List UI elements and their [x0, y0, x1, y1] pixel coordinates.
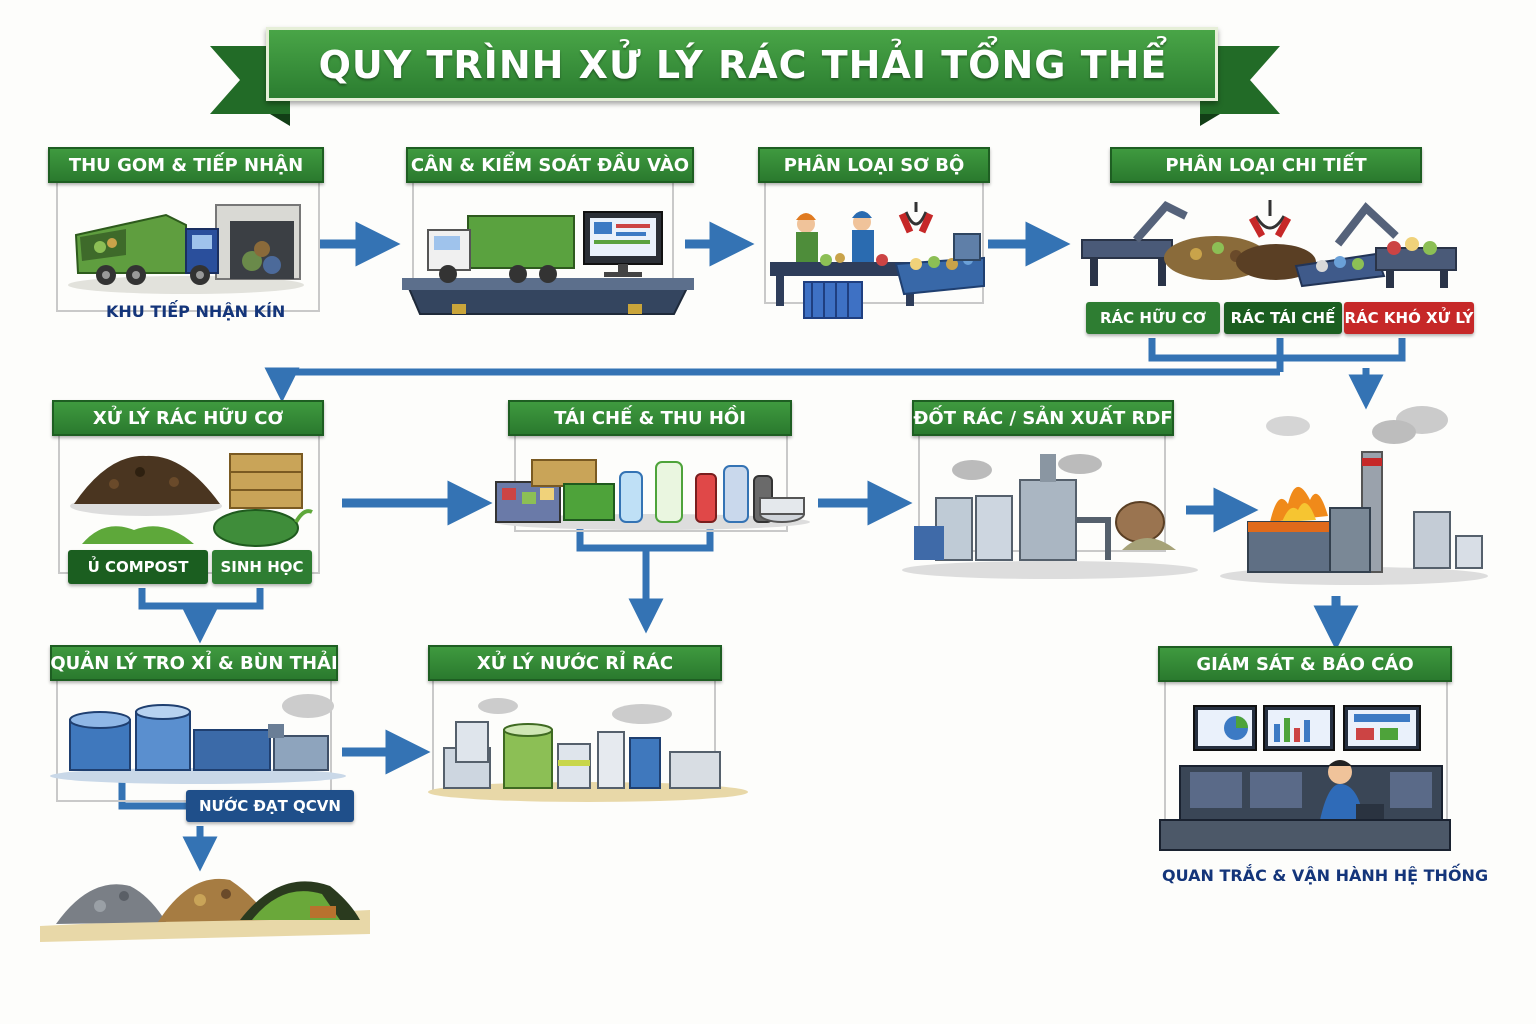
garbage-truck-illustration [68, 204, 304, 294]
step-ash: QUẢN LÝ TRO XỈ & BÙN THẢI [50, 645, 338, 681]
sludge-tanks-illustration [50, 694, 346, 784]
step-organic: XỬ LÝ RÁC HỮU CƠ [52, 400, 324, 436]
step-incinerate: ĐỐT RÁC / SẢN XUẤT RDF [912, 400, 1174, 436]
tag-biological: SINH HỌC [212, 550, 312, 584]
finesort-illustration [1081, 200, 1457, 288]
step-presort: PHÂN LOẠI SƠ BỘ [758, 147, 990, 183]
step-weigh: CÂN & KIỂM SOÁT ĐẦU VÀO [406, 147, 694, 183]
leachate-plant-illustration [428, 698, 748, 802]
title-banner [266, 27, 1218, 101]
frame-presort [764, 180, 984, 304]
tag-organic-waste: RÁC HỮU CƠ [1086, 302, 1220, 334]
rdf-plant-illustration [902, 454, 1198, 579]
incinerator-illustration [1220, 406, 1488, 585]
step-recycle: TÁI CHẾ & THU HỒI [508, 400, 792, 436]
ash-piles-illustration [40, 878, 370, 942]
step-finesort: PHÂN LOẠI CHI TIẾT [1110, 147, 1422, 183]
step-collect: THU GOM & TIẾP NHẬN [48, 147, 324, 183]
caption-reception-area: KHU TIẾP NHẬN KÍN [106, 302, 286, 321]
compost-illustration [70, 453, 313, 547]
tag-hard-to-process-waste: RÁC KHÓ XỬ LÝ [1344, 302, 1474, 334]
weighbridge-illustration [402, 211, 694, 315]
control-room-illustration [1159, 705, 1451, 851]
caption-operation: QUAN TRẮC & VẬN HÀNH HỆ THỐNG [1162, 866, 1489, 885]
page-title: QUY TRÌNH XỬ LÝ RÁC THẢI TỔNG THỂ [318, 43, 1168, 87]
step-leachate: XỬ LÝ NƯỚC RỈ RÁC [428, 645, 722, 681]
organic-bracket [138, 588, 264, 610]
presort-illustration [770, 202, 985, 319]
arrow-to-organic [264, 367, 1280, 403]
tag-recyclable-waste: RÁC TÁI CHẾ [1224, 302, 1342, 334]
step-monitor: GIÁM SÁT & BÁO CÁO [1158, 646, 1452, 682]
recycling-illustration [494, 459, 810, 530]
tag-water-standard: NƯỚC ĐẠT QCVN [186, 790, 354, 822]
tag-compost: Ủ COMPOST [68, 550, 208, 584]
frame-collect [56, 180, 320, 312]
